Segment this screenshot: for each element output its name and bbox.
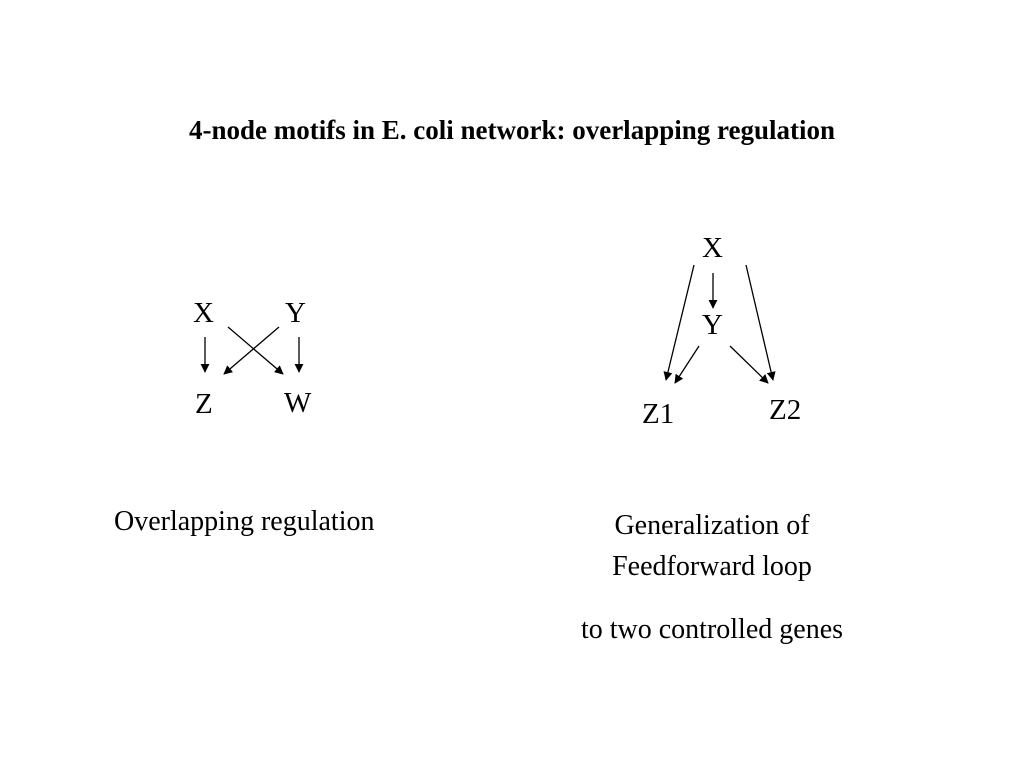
node-z-left: Z (195, 388, 213, 420)
slide-title: 4-node motifs in E. coli network: overla… (188, 115, 835, 145)
node-w-left: W (284, 387, 312, 419)
node-z1-right: Z1 (642, 398, 675, 430)
arrow-y-to-z (223, 326, 280, 375)
node-x-right: X (702, 232, 723, 264)
caption-right-line2: Feedforward loop (612, 551, 812, 582)
node-y-left: Y (285, 297, 306, 329)
caption-left: Overlapping regulation (114, 506, 375, 537)
caption-right-line3: to two controlled genes (580, 614, 844, 645)
arrow-y-to-z2 (729, 345, 769, 384)
arrow-y-to-z1 (674, 345, 700, 384)
arrow-x-to-z1 (663, 264, 695, 381)
caption-right-line1: Generalization of (614, 510, 810, 541)
node-z2-right: Z2 (769, 394, 802, 426)
node-y-right: Y (702, 309, 723, 341)
arrow-x-to-z2 (745, 264, 776, 381)
node-x-left: X (193, 297, 214, 329)
arrow-x-to-w (227, 326, 284, 375)
